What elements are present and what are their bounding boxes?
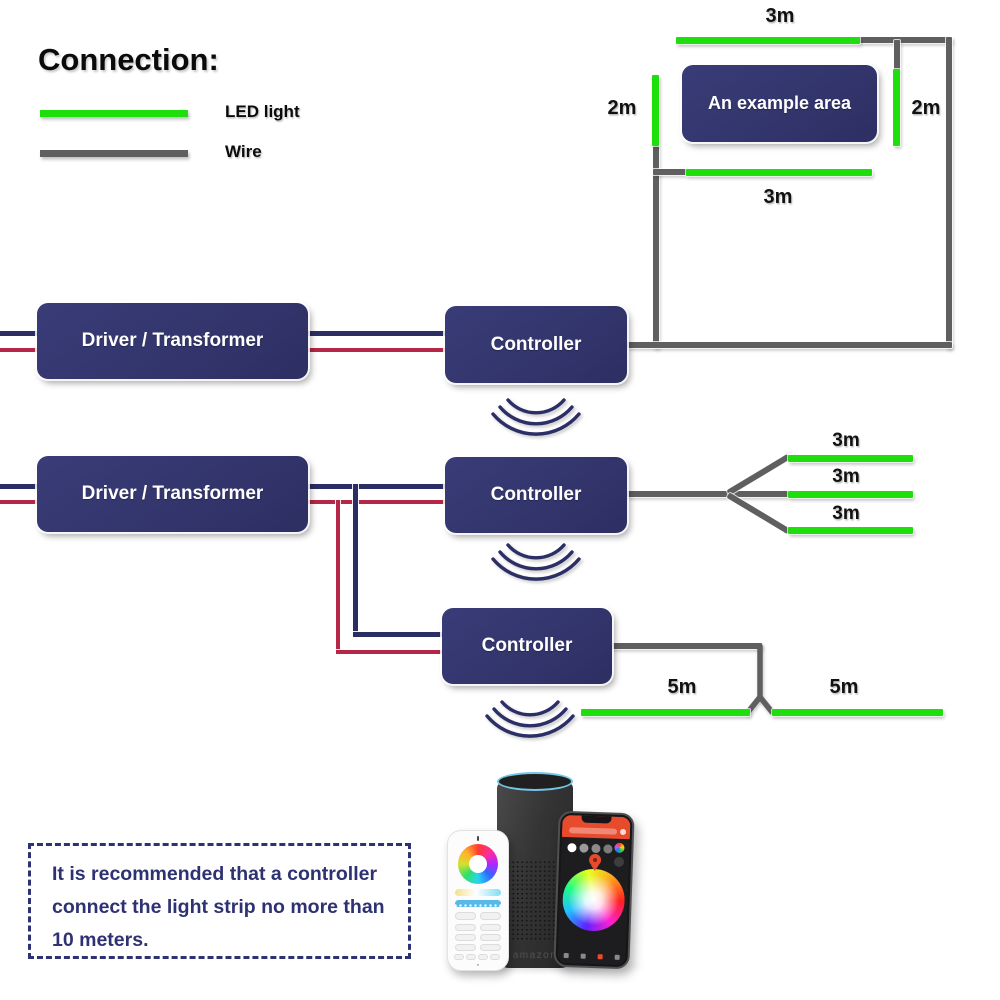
- note-text: It is recommended that a controller conn…: [52, 858, 385, 957]
- controller-label-1: Controller: [490, 333, 582, 355]
- legend-led-label: LED light: [225, 102, 300, 121]
- echo-logo-text: amazon: [512, 950, 558, 961]
- controller-1-output-wire: [627, 342, 952, 348]
- wifi-signal-icon-2: [491, 543, 581, 581]
- note-line-1: It is recommended that a controller: [52, 863, 378, 885]
- example-left-length-label: 2m: [607, 97, 637, 119]
- example-wire-bottom-stub: [653, 169, 686, 175]
- phone-gray-preset-dot: [591, 843, 601, 854]
- led-strip-3m-3: [788, 527, 913, 534]
- phone-screen: [557, 814, 631, 966]
- example-area-label: An example area: [707, 93, 852, 113]
- led-strip-5m-2: [772, 709, 943, 716]
- phone-settings-icon: [613, 856, 625, 868]
- phone-color-wheel: [561, 867, 626, 933]
- strip-label-5m-2: 5m: [829, 676, 859, 698]
- remote-zone-button: [455, 934, 476, 941]
- strip-label-5m-1: 5m: [667, 676, 697, 698]
- controller-box-3: Controller: [442, 608, 612, 684]
- driver-box-1: Driver / Transformer: [37, 303, 308, 379]
- remote-zone-button: [455, 944, 476, 951]
- controller-box-1: Controller: [445, 306, 627, 383]
- controller-2-output-wire: [627, 491, 788, 497]
- example-area-box: An example area: [682, 65, 877, 142]
- example-led-strip-top: [676, 37, 860, 44]
- legend-wire-swatch: [40, 150, 188, 157]
- driver-box-2: Driver / Transformer: [37, 456, 308, 532]
- remote-zone-button: [480, 944, 501, 951]
- example-led-strip-left: [652, 75, 659, 146]
- example-wire-top: [858, 37, 952, 43]
- phone-gray-preset-dot: [579, 843, 589, 853]
- controller-box-2: Controller: [445, 457, 627, 533]
- remote-mode-button: [478, 954, 488, 960]
- remote-mode-button: [490, 954, 500, 960]
- led-strip-5m-1: [581, 709, 750, 716]
- branch-wire-navy-horizontal: [353, 632, 445, 637]
- echo-blue-ring: [497, 772, 573, 791]
- controller-label-2: Controller: [490, 484, 582, 505]
- smartphone: [553, 810, 635, 970]
- phone-gray-preset-dot: [603, 844, 613, 854]
- controller-3-output-wire: [611, 643, 762, 649]
- phone-power-toggle-icon: [619, 828, 627, 836]
- note-line-3: 10 meters.: [52, 929, 149, 951]
- remote-brightness-slider: [455, 900, 501, 907]
- strip-label-3m-2: 3m: [832, 466, 860, 487]
- phone-nav-home-icon: [563, 952, 569, 958]
- led-strip-3m-2: [788, 491, 913, 498]
- branch-wire-red-horizontal: [336, 650, 445, 654]
- example-led-strip-bottom: [686, 169, 872, 176]
- remote-power-button: [455, 912, 476, 920]
- branch-wire-red-vertical: [336, 500, 340, 654]
- example-wire-right-vertical: [946, 37, 952, 348]
- phone-nav-scenes-icon: [580, 953, 586, 959]
- strip-label-3m-1: 3m: [832, 430, 860, 451]
- remote-mode-button: [454, 954, 464, 960]
- example-led-strip-right: [893, 69, 900, 146]
- remote-zone-button: [480, 934, 501, 941]
- legend-wire-label: Wire: [225, 142, 262, 161]
- wifi-signal-icon-3: [485, 700, 575, 738]
- phone-rainbow-icon: [614, 842, 625, 854]
- driver-label-2: Driver / Transformer: [81, 483, 264, 504]
- remote-brand-logo: ●: [476, 962, 480, 967]
- remote-control: ●: [447, 830, 509, 971]
- example-wire-left-vertical: [653, 146, 659, 348]
- example-right-length-label: 2m: [911, 97, 941, 119]
- controller-3-fork-wire: [745, 643, 775, 715]
- remote-mode-button: [466, 954, 476, 960]
- fork-wire-up: [726, 453, 791, 496]
- remote-on-button: [480, 912, 501, 920]
- remote-white-slider: [455, 889, 501, 896]
- note-line-2: connect the light strip no more than: [52, 896, 385, 918]
- fork-wire-down: [726, 492, 791, 535]
- phone-nav-color-icon: [597, 953, 603, 959]
- driver-label-1: Driver / Transformer: [81, 330, 264, 351]
- remote-indicator: [477, 836, 479, 841]
- led-strip-3m-1: [788, 455, 913, 462]
- remote-zone-button: [455, 924, 476, 931]
- phone-nav-more-icon: [614, 954, 620, 960]
- controller-label-3: Controller: [481, 635, 573, 656]
- page-title: Connection:: [38, 42, 219, 77]
- remote-zone-button: [480, 924, 501, 931]
- strip-label-3m-3: 3m: [832, 503, 860, 524]
- note-box: [28, 843, 411, 959]
- phone-white-preset-dot: [567, 843, 577, 853]
- phone-notch: [581, 815, 612, 824]
- example-bottom-length-label: 3m: [763, 186, 793, 208]
- phone-nav-bar: [558, 950, 626, 962]
- example-wire-right-stub: [894, 40, 900, 70]
- branch-wire-navy-vertical: [353, 484, 358, 637]
- phone-color-pin-icon: [588, 853, 602, 867]
- example-top-length-label: 3m: [765, 5, 795, 27]
- remote-color-wheel: [458, 844, 498, 884]
- phone-app-title-pill: [568, 827, 618, 835]
- legend-led-swatch: [40, 110, 188, 117]
- wifi-signal-icon-1: [491, 398, 581, 436]
